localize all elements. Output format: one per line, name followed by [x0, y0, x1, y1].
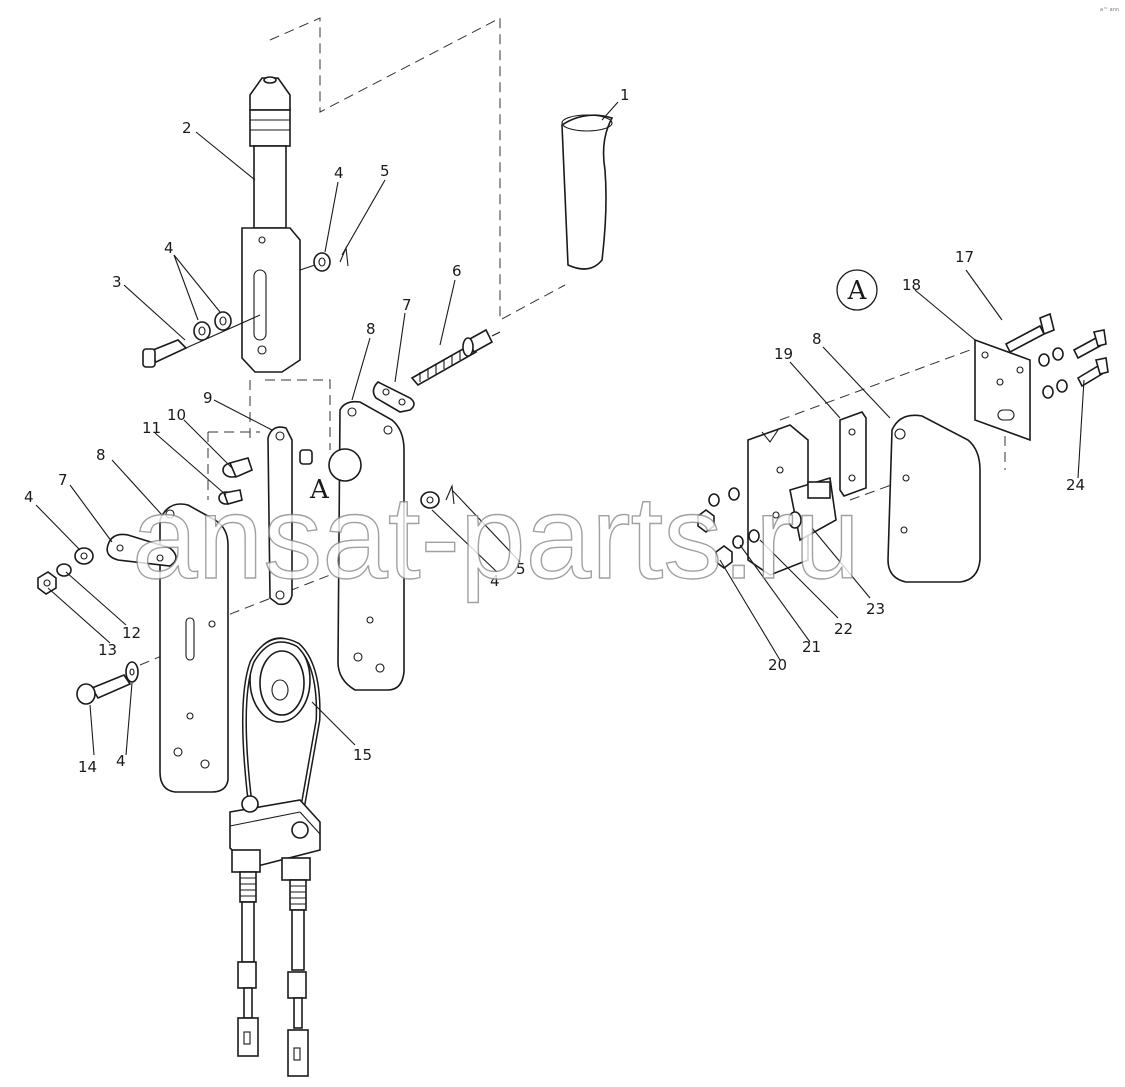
part-2-rod-actuator — [241, 76, 301, 373]
callout-14: 14 — [78, 758, 97, 776]
watermark-text: ansat-parts.ru — [132, 472, 860, 604]
callout-8-c: 8 — [812, 330, 822, 348]
corner-mark: a™ ann — [1100, 7, 1119, 13]
callout-13: 13 — [98, 641, 117, 659]
part-7-link-plate-left — [106, 533, 177, 567]
part-6-threaded-rod — [410, 328, 501, 387]
part-8-main-plate-left — [159, 503, 229, 793]
callout-2: 2 — [182, 119, 192, 137]
part-18-bracket — [974, 338, 1031, 442]
part-4-5-washer-pin-center — [420, 483, 455, 509]
callout-6: 6 — [452, 262, 462, 280]
detail-view-a-marker: A — [836, 269, 878, 311]
part-7-link-plate-upper — [372, 381, 415, 413]
callout-4-e: 4 — [490, 572, 500, 590]
callout-5-b: 5 — [516, 560, 526, 578]
callout-1: 1 — [620, 86, 630, 104]
callout-numbers: 1 2 3 4 4 5 6 7 8 9 10 11 8 7 4 12 13 14… — [24, 86, 1085, 776]
part-4-12-13-fasteners-left — [37, 547, 94, 595]
callout-21: 21 — [802, 638, 821, 656]
part-14-pin — [76, 661, 139, 705]
callout-20: 20 — [768, 656, 787, 674]
part-10-11-bushings — [218, 457, 253, 505]
callout-7-a: 7 — [402, 296, 412, 314]
callout-8-a: 8 — [366, 320, 376, 338]
detail-view-label: A — [847, 276, 868, 306]
part-3-bolt — [142, 311, 261, 368]
callout-22: 22 — [834, 620, 853, 638]
callout-24: 24 — [1066, 476, 1085, 494]
part-19-spacer — [839, 411, 867, 497]
callout-8-b: 8 — [96, 446, 106, 464]
callout-3: 3 — [112, 273, 122, 291]
part-9-lever-arm — [267, 426, 362, 606]
part-8-plate-detail — [887, 414, 981, 583]
callout-23: 23 — [866, 600, 885, 618]
detail-a-switch-assembly — [747, 424, 837, 576]
section-view-label: A — [309, 475, 330, 505]
callout-9: 9 — [203, 389, 213, 407]
part-15-pulley-cable — [242, 637, 321, 823]
callout-4-d: 4 — [116, 752, 126, 770]
callout-leader-lines — [35, 101, 1085, 756]
callout-17: 17 — [955, 248, 974, 266]
callout-18: 18 — [902, 276, 921, 294]
callout-12: 12 — [122, 624, 141, 642]
part-1-handle-grip — [561, 114, 614, 270]
part-20-23-hardware — [697, 487, 760, 569]
callout-4-c: 4 — [24, 488, 34, 506]
callout-19: 19 — [774, 345, 793, 363]
callout-5-a: 5 — [380, 162, 390, 180]
callout-10: 10 — [167, 406, 186, 424]
callout-4-a: 4 — [164, 239, 174, 257]
callout-11: 11 — [142, 419, 161, 437]
callout-7-b: 7 — [58, 471, 68, 489]
callout-4-b: 4 — [334, 164, 344, 182]
callout-15: 15 — [353, 746, 372, 764]
cable-clamp-assembly — [229, 795, 321, 1077]
part-4-5-washer-pin-top — [299, 245, 349, 272]
